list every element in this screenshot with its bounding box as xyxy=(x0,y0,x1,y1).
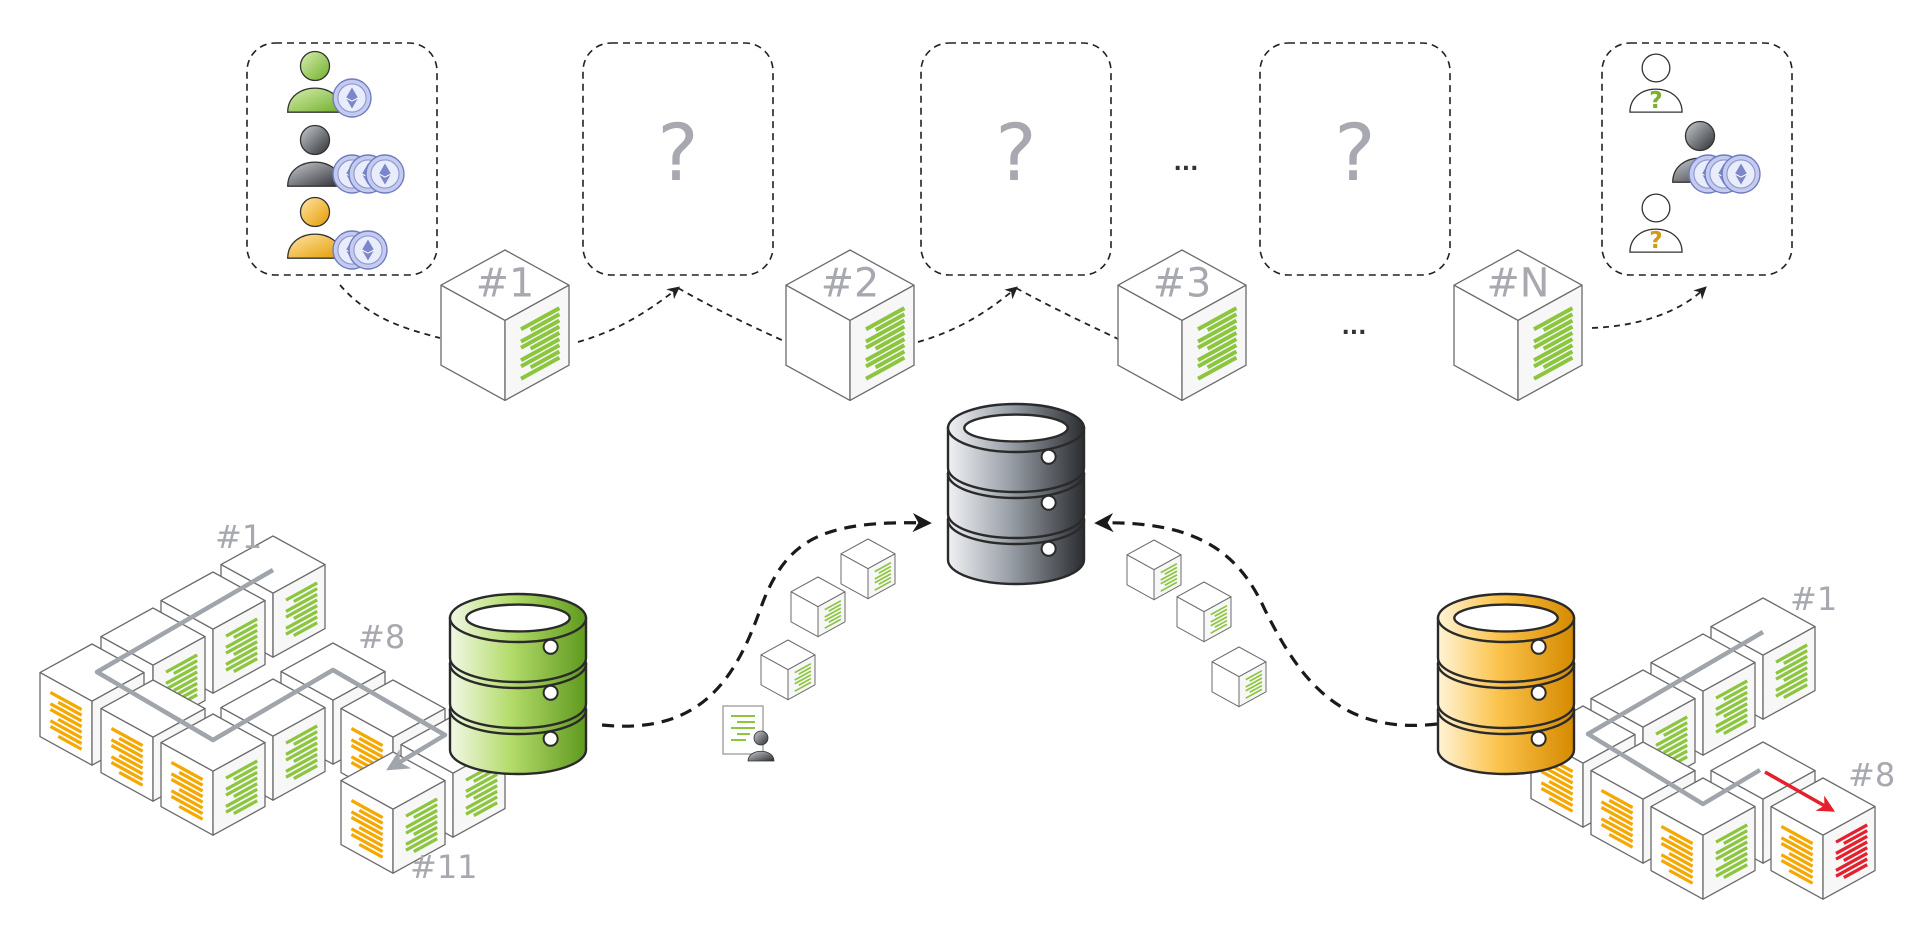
ellipsis-middle: ... xyxy=(1341,315,1366,340)
database-icon xyxy=(1436,592,1576,776)
left-label-1: #1 xyxy=(215,518,262,556)
block-number-label: #2 xyxy=(821,261,879,307)
unknown-state-mark: ? xyxy=(657,109,698,199)
state-box-1 xyxy=(246,42,438,276)
state-box-n: ?? xyxy=(1601,42,1793,276)
chain-blocks: #1 #2 #3 #N xyxy=(440,249,1583,402)
unknown-state-mark: ? xyxy=(995,109,1036,199)
fork-arrow xyxy=(1764,770,1836,812)
user-icon xyxy=(287,50,405,270)
chain-connectors xyxy=(339,284,1707,343)
document-user-icon xyxy=(722,705,775,762)
right-label-8: #8 xyxy=(1848,756,1895,794)
ether-coin-icon xyxy=(332,78,372,118)
left-block-cluster xyxy=(39,535,506,874)
block-number-label: #3 xyxy=(1153,261,1211,307)
user-icon: ? xyxy=(1629,193,1683,254)
svg-text:?: ? xyxy=(1649,228,1662,254)
sync-arrows xyxy=(601,512,1438,728)
state-box-4: ? xyxy=(1259,42,1451,276)
state-box-2: ? xyxy=(582,42,774,276)
ellipsis-top: ... xyxy=(1173,151,1198,176)
database-icon xyxy=(946,402,1086,586)
block-cube-icon xyxy=(840,538,896,600)
ether-coin-icon xyxy=(348,230,388,270)
user-icon xyxy=(287,196,343,259)
block-cube-icon xyxy=(760,639,816,701)
user-icon xyxy=(287,50,343,113)
block-number-label: #N xyxy=(1487,261,1550,307)
unknown-state-mark: ? xyxy=(1334,109,1375,199)
block-cube-icon xyxy=(160,713,266,836)
svg-text:?: ? xyxy=(1649,88,1662,114)
database-icon xyxy=(448,592,588,776)
block-cube-icon xyxy=(1211,646,1267,708)
right-block-cluster xyxy=(1530,597,1876,900)
chain-block: #3 xyxy=(1117,249,1247,402)
block-cube-icon xyxy=(1126,539,1182,601)
block-cube-icon xyxy=(340,751,446,874)
chain-block: #N xyxy=(1453,249,1583,402)
state-box-3: ? xyxy=(920,42,1112,276)
ether-coin-icon xyxy=(1721,154,1761,194)
left-label-8: #8 xyxy=(358,618,405,656)
block-cube-icon xyxy=(1176,581,1232,643)
block-cube-icon xyxy=(1650,777,1756,900)
block-cube-group xyxy=(760,538,1267,708)
user-icon: ? xyxy=(1629,53,1683,114)
left-label-11: #11 xyxy=(410,848,478,886)
right-label-1: #1 xyxy=(1790,580,1837,618)
chain-block: #1 xyxy=(440,249,570,402)
ether-coin-icon xyxy=(365,154,405,194)
block-number-label: #1 xyxy=(476,261,534,307)
block-cube-icon xyxy=(790,576,846,638)
chain-block: #2 xyxy=(785,249,915,402)
